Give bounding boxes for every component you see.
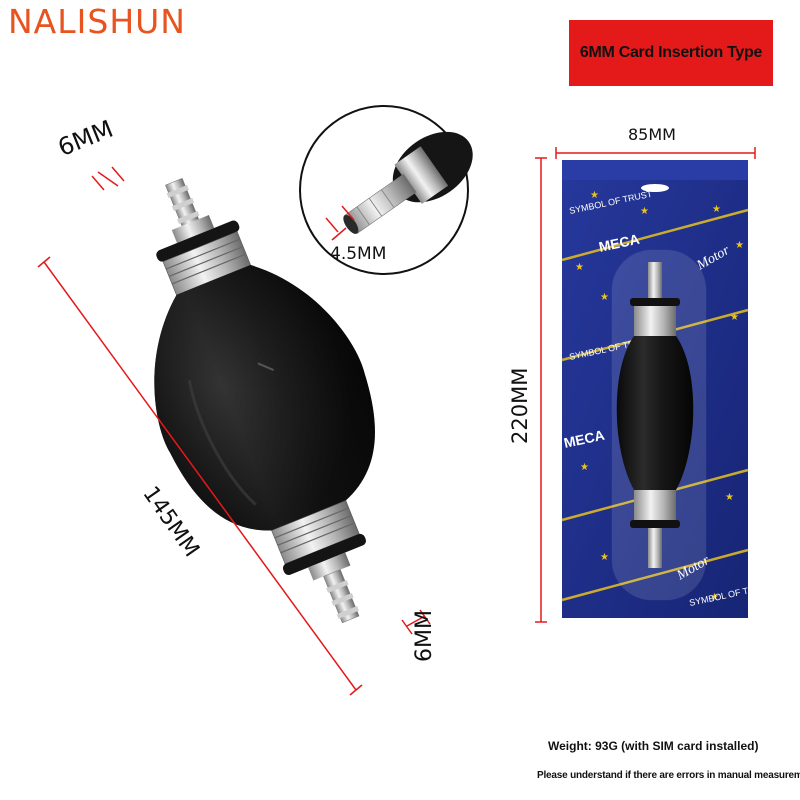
svg-text:★: ★ bbox=[640, 206, 649, 217]
bottom-inlet-label: 6MM bbox=[412, 610, 437, 662]
svg-text:★: ★ bbox=[575, 262, 584, 273]
card-width-label: 85MM bbox=[628, 125, 676, 144]
bottom-inlet-dimension bbox=[401, 609, 431, 635]
blister-card: ★★★ ★★★ ★★★ ★★ SYMBOL OF TRUST MECA Moto… bbox=[561, 160, 774, 618]
svg-text:★: ★ bbox=[710, 592, 719, 603]
disclaimer-note: Please understand if there are errors in… bbox=[537, 770, 800, 781]
barb-detail-inset bbox=[299, 105, 473, 275]
type-banner: 6MM Card Insertion Type bbox=[569, 20, 773, 86]
card-width-dimension bbox=[555, 147, 756, 159]
length-dimension-line bbox=[37, 256, 363, 696]
inner-diameter-label: 4.5MM bbox=[330, 244, 387, 264]
brand-logo: NALISHUN bbox=[8, 2, 186, 41]
packaged-bulb bbox=[616, 262, 694, 568]
svg-text:★: ★ bbox=[735, 240, 744, 251]
svg-text:★: ★ bbox=[590, 190, 599, 201]
primer-bulb bbox=[154, 177, 375, 624]
svg-text:★: ★ bbox=[712, 204, 721, 215]
type-banner-text: 6MM Card Insertion Type bbox=[579, 44, 763, 61]
svg-text:★: ★ bbox=[725, 492, 734, 503]
svg-text:★: ★ bbox=[730, 312, 739, 323]
svg-text:★: ★ bbox=[580, 462, 589, 473]
top-inlet-dimension bbox=[91, 166, 125, 191]
svg-text:★: ★ bbox=[600, 552, 609, 563]
card-height-dimension bbox=[535, 157, 547, 623]
card-height-label: 220MM bbox=[508, 367, 532, 444]
weight-note: Weight: 93G (with SIM card installed) bbox=[548, 739, 759, 753]
svg-text:★: ★ bbox=[600, 292, 609, 303]
